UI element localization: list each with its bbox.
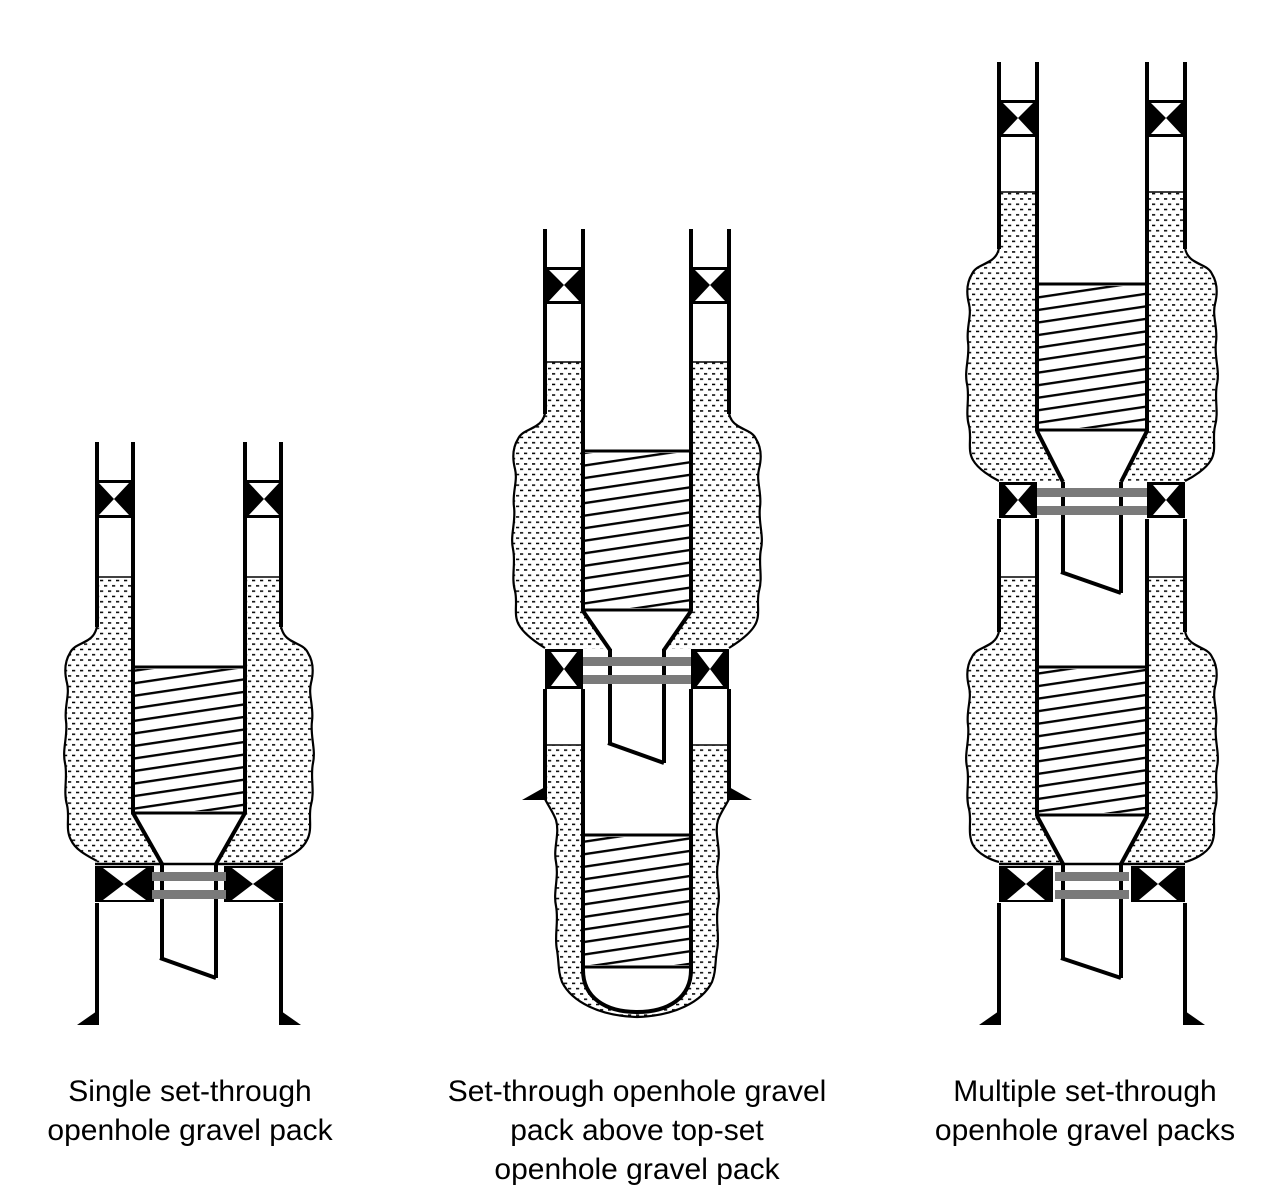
- openhole-wall: [965, 247, 1219, 864]
- gravel-top-line: [545, 361, 729, 746]
- casing-shoe: [979, 1011, 1205, 1025]
- gravel-pack-region: [64, 577, 314, 864]
- screen-section-upper: [1035, 282, 1149, 432]
- tailpipe: [159, 864, 218, 980]
- gravel-top-line: [999, 191, 1185, 578]
- liner-funnel: [581, 609, 693, 652]
- tailpipe-lower: [1060, 864, 1123, 980]
- caption-multiple-set-through: Multiple set-through openhole gravel pac…: [880, 1072, 1283, 1150]
- packer: [545, 649, 729, 689]
- packer: [95, 862, 283, 902]
- surface-valve-icon: [999, 100, 1185, 137]
- screen-section-upper: [581, 449, 693, 612]
- gravel-pack-region: [966, 192, 1218, 864]
- diagram-set-through-above-top-set: [511, 229, 763, 1019]
- surface-valve-icon: [545, 267, 729, 304]
- packer-upper: [999, 482, 1185, 518]
- screen-section: [131, 665, 247, 815]
- tailpipe: [607, 649, 666, 765]
- caption-line: openhole gravel pack: [47, 1114, 333, 1147]
- casing-shoe: [77, 1011, 301, 1025]
- liner-funnel: [131, 812, 247, 865]
- caption-set-through-above-top-set: Set-through openhole gravel pack above t…: [400, 1072, 874, 1189]
- diagram-multiple-set-through: [965, 62, 1219, 1025]
- packer-lower: [999, 862, 1185, 902]
- diagram-single-set-through: [63, 442, 315, 1025]
- screen-section-lower: [1035, 665, 1149, 817]
- liner-funnel-upper: [1035, 430, 1149, 483]
- casing-shoe: [522, 787, 752, 800]
- caption-line: pack above top-set: [510, 1114, 764, 1147]
- caption-line: openhole gravel pack: [494, 1153, 780, 1186]
- openhole-wall: [63, 625, 315, 862]
- seal-bars: [152, 872, 226, 899]
- screen-section-lower: [581, 833, 693, 969]
- surface-valve-icon: [95, 480, 283, 518]
- caption-line: openhole gravel packs: [934, 1114, 1236, 1147]
- caption-line: Single set-through: [68, 1075, 312, 1108]
- liner-funnel-lower: [1035, 815, 1149, 865]
- tailpipe-upper: [1060, 482, 1123, 595]
- seal-bars: [583, 657, 691, 684]
- openhole-wall: [511, 412, 763, 1019]
- caption-line: Multiple set-through: [953, 1075, 1217, 1108]
- caption-line: Set-through openhole gravel: [447, 1075, 827, 1108]
- seal-bars: [1055, 872, 1129, 899]
- seal-bars: [1037, 488, 1147, 515]
- caption-single-set-through: Single set-through openhole gravel pack: [10, 1072, 370, 1150]
